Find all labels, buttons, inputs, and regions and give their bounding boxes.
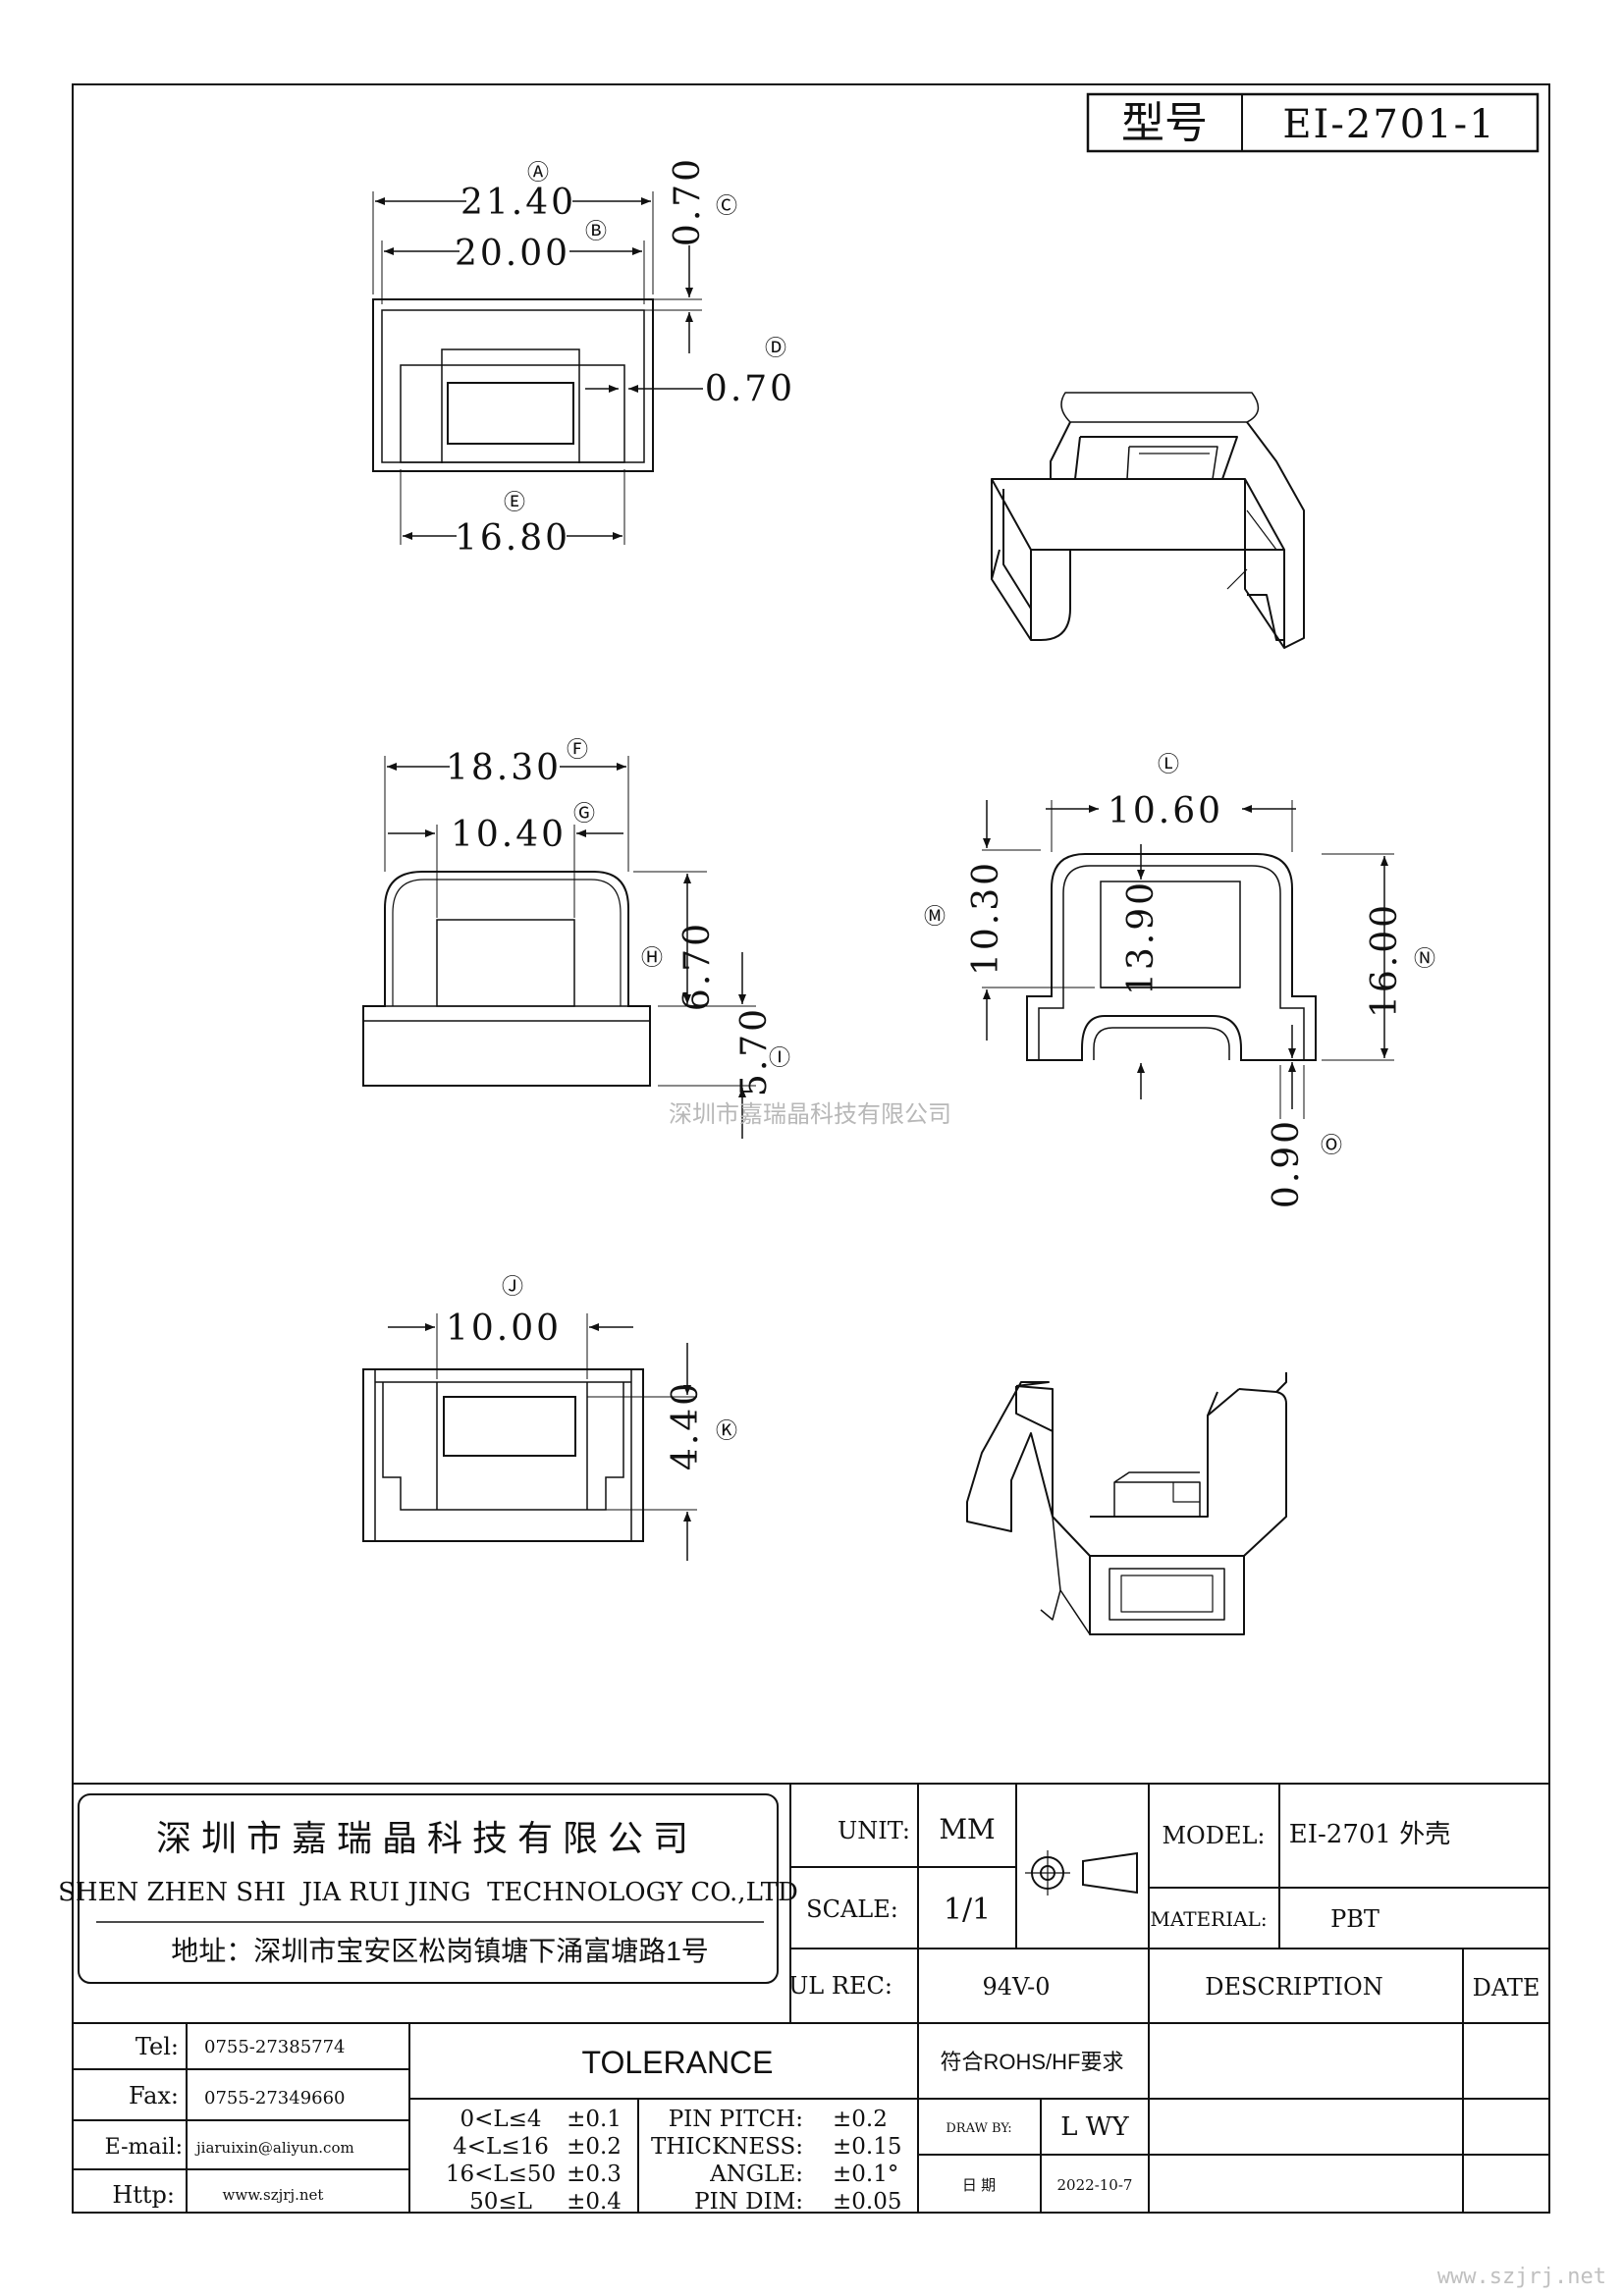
description-label: DESCRIPTION	[1205, 1973, 1382, 2001]
dim-j-marker: Ⓙ	[502, 1275, 523, 1300]
tolerance-ranges: 0<L≤4 ±0.1 4<L≤16 ±0.2 16<L≤50 ±0.3 50≤L ±0.4	[446, 2107, 622, 2215]
dim-m-marker: Ⓜ	[924, 905, 946, 930]
company-address: 地址：深圳市宝安区松岗镇塘下涌富塘路1号	[171, 1936, 709, 1966]
center-watermark: 深圳市嘉瑞晶科技有限公司	[669, 1100, 951, 1128]
fax-value: 0755-27349660	[204, 2088, 346, 2109]
dim-c-marker: Ⓒ	[716, 194, 737, 219]
model-header-label: 型号	[1121, 99, 1208, 147]
draw-by-value: L WY	[1060, 2112, 1129, 2142]
tolerance-range-label: 16<L≤50	[446, 2162, 556, 2187]
dim-b-marker: Ⓑ	[585, 220, 607, 244]
corner-watermark: www.szjrj.net	[1437, 2265, 1606, 2289]
tolerance-spec-value: ±0.15	[833, 2134, 901, 2160]
tolerance-range-value: ±0.4	[567, 2189, 622, 2215]
model-value: EI-2701 外壳	[1289, 1820, 1450, 1849]
email-label: E-mail:	[105, 2135, 183, 2160]
tolerance-range-label: 0<L≤4	[460, 2107, 541, 2132]
model-header-value: EI-2701-1	[1282, 102, 1495, 147]
date-value: 2022-10-7	[1057, 2176, 1133, 2194]
dim-c-value: 0.70	[668, 156, 708, 246]
dim-m-value: 10.30	[966, 860, 1006, 976]
tolerance-spec-label: PIN DIM:	[694, 2189, 803, 2215]
dim-j-value: 10.00	[446, 1308, 562, 1349]
ul-label: UL REC:	[788, 1972, 893, 2000]
drawing-border	[72, 83, 1550, 2214]
tolerance-range-value: ±0.1	[567, 2107, 622, 2132]
company-name-cn: 深 圳 市 嘉 瑞 晶 科 技 有 限 公 司	[156, 1818, 688, 1858]
tolerance-range-label: 4<L≤16	[453, 2134, 549, 2160]
front-view-dimensions	[983, 800, 1388, 1109]
dim-h-value: 6.70	[677, 921, 718, 1011]
tolerance-spec-label: PIN PITCH:	[669, 2107, 803, 2132]
dim-l-value: 10.60	[1108, 791, 1223, 831]
unit-label: UNIT:	[838, 1817, 910, 1844]
tolerance-spec-label: ANGLE:	[709, 2162, 803, 2187]
tolerance-range-value: ±0.2	[567, 2134, 622, 2160]
email-value: jiaruixin@aliyun.com	[194, 2139, 354, 2157]
dim-n-value: 16.00	[1365, 902, 1405, 1018]
dim-b-value: 20.00	[455, 234, 570, 274]
dim-n-marker: Ⓝ	[1414, 947, 1435, 972]
fax-label: Fax:	[129, 2082, 179, 2109]
company-box	[78, 1793, 779, 1984]
dim-g-marker: Ⓖ	[573, 802, 595, 827]
dim-k-value: 4.40	[666, 1380, 706, 1470]
isometric-view-top	[991, 392, 1305, 649]
dim-e-value: 16.80	[455, 518, 570, 559]
dim-i-marker: Ⓘ	[769, 1046, 790, 1071]
dim-d-marker: Ⓓ	[765, 337, 786, 361]
http-value: www.szjrj.net	[223, 2186, 324, 2204]
dim-f-value: 18.30	[446, 748, 562, 788]
bottom-view-dimensions	[388, 1323, 691, 1561]
http-label: Http:	[112, 2181, 175, 2209]
tolerance-range-label: 50≤L	[469, 2189, 532, 2215]
company-name-en: SHEN ZHEN SHI JIA RUI JING TECHNOLOGY CO…	[58, 1878, 798, 1907]
dim-e-marker: Ⓔ	[504, 491, 525, 515]
tel-value: 0755-27385774	[204, 2037, 346, 2057]
side-view	[362, 756, 756, 1087]
title-block-grid	[73, 1784, 1549, 2213]
scale-value: 1/1	[944, 1893, 991, 1927]
dim-a-value: 21.40	[460, 183, 576, 223]
top-view	[372, 191, 702, 545]
tolerance-spec-value: ±0.2	[833, 2107, 888, 2132]
model-header-box: 型号 EI-2701-1	[1086, 92, 1540, 153]
dim-o-marker: Ⓞ	[1321, 1134, 1342, 1158]
dim-f-marker: Ⓕ	[567, 738, 588, 763]
scale-label: SCALE:	[806, 1896, 898, 1923]
front-view	[982, 800, 1394, 1119]
draw-by-label: DRAW BY:	[946, 2121, 1011, 2136]
model-label: MODEL:	[1162, 1822, 1265, 1849]
isometric-view-bottom	[966, 1372, 1287, 1635]
dim-g-value: 10.40	[451, 815, 567, 855]
dim-inner-value: 13.90	[1121, 880, 1162, 995]
tolerance-spec-label: THICKNESS:	[651, 2134, 803, 2160]
tolerance-spec-value: ±0.1°	[833, 2162, 898, 2187]
tolerance-spec-value: ±0.05	[833, 2189, 901, 2215]
dim-d-value: 0.70	[705, 369, 795, 409]
unit-value: MM	[939, 1813, 995, 1845]
tolerance-title: TOLERANCE	[581, 2045, 773, 2080]
tolerance-range-value: ±0.3	[567, 2162, 622, 2187]
tel-label: Tel:	[135, 2033, 179, 2060]
rohs-note: 符合ROHS/HF要求	[940, 2050, 1123, 2074]
ul-value: 94V-0	[982, 1973, 1050, 2001]
dim-h-marker: Ⓗ	[641, 946, 663, 971]
bottom-view	[362, 1313, 697, 1542]
material-value: PBT	[1330, 1905, 1380, 1933]
date-label: DATE	[1473, 1974, 1541, 2002]
dim-a-marker: Ⓐ	[527, 161, 549, 186]
dim-i-value: 5.70	[734, 1006, 775, 1096]
dim-l-marker: Ⓛ	[1158, 753, 1179, 777]
projection-symbol-icon	[1025, 1850, 1138, 1896]
material-label: MATERIAL:	[1150, 1907, 1267, 1931]
dim-k-marker: Ⓚ	[716, 1419, 737, 1444]
date-cn-label: 日 期	[962, 2177, 996, 2194]
dim-o-value: 0.90	[1267, 1118, 1307, 1208]
